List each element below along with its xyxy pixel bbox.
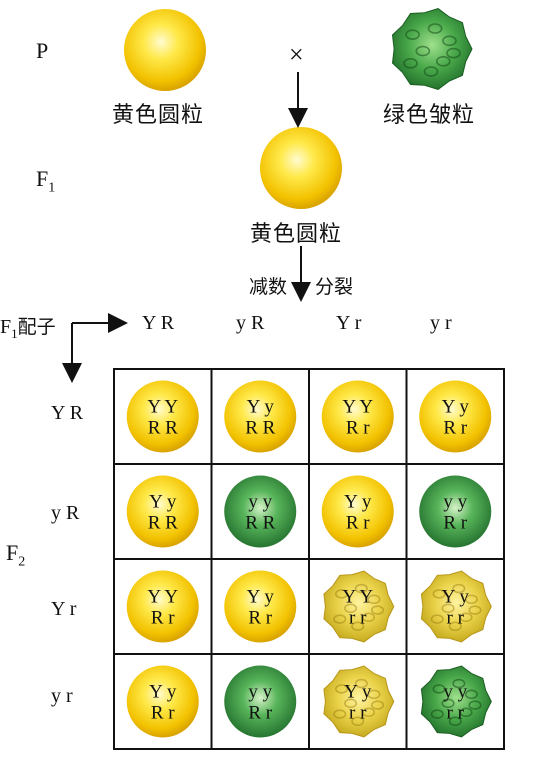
- gamete-col-4: y r: [430, 312, 452, 334]
- parent-right-label: 绿色皱粒: [383, 103, 476, 128]
- punnett-pea: [126, 475, 199, 548]
- genotype-bottom: r r: [349, 608, 367, 629]
- genotype-top: y y: [248, 682, 272, 703]
- parent-right-pea: [391, 8, 473, 90]
- parent-left-label: 黄色圆粒: [112, 103, 205, 128]
- genotype-top: Y Y: [342, 397, 373, 418]
- gamete-row-3: Y r: [51, 598, 77, 620]
- generation-label-f1: F1: [36, 166, 55, 196]
- genotype-top: Y y: [149, 682, 177, 703]
- cross-symbol: ×: [289, 40, 304, 69]
- genotype-top: Y y: [344, 682, 372, 703]
- generation-label-p: P: [36, 38, 49, 63]
- gamete-label: F1配子: [0, 312, 56, 342]
- genotype-top: Y Y: [147, 587, 178, 608]
- genotype-top: Y y: [442, 397, 470, 418]
- genotype-top: y y: [443, 682, 467, 703]
- genotype-bottom: R r: [248, 703, 272, 724]
- f1-pea: [260, 127, 342, 209]
- meiosis-label-right: 分裂: [315, 276, 354, 298]
- gamete-label-suffix: 配子: [17, 316, 56, 338]
- genotype-top: Y Y: [147, 397, 178, 418]
- punnett-pea: [323, 665, 395, 738]
- punnett-pea: [419, 475, 492, 548]
- gamete-row-1: Y R: [51, 402, 84, 424]
- generation-f1-letter: F: [36, 166, 49, 191]
- genotype-bottom: R r: [248, 608, 272, 629]
- generation-label-f2: F2: [6, 540, 25, 570]
- genotype-top: y y: [443, 492, 467, 513]
- punnett-grid: [113, 368, 505, 750]
- genotype-bottom: r r: [447, 703, 465, 724]
- genotype-bottom: R R: [245, 418, 275, 439]
- genotype-bottom: R R: [148, 418, 178, 439]
- gamete-col-3: Y r: [336, 312, 362, 334]
- punnett-pea: [420, 570, 492, 643]
- punnett-pea: [321, 380, 394, 453]
- genotype-bottom: R r: [443, 418, 467, 439]
- genotype-top: Y y: [247, 397, 275, 418]
- gamete-row-4: y r: [51, 685, 73, 707]
- gamete-col-1: Y R: [142, 312, 175, 334]
- gamete-label-prefix: F: [0, 316, 12, 338]
- genotype-bottom: R r: [151, 608, 175, 629]
- generation-f2-subscript: 2: [18, 554, 26, 570]
- punnett-pea: [126, 570, 199, 643]
- gamete-col-2: y R: [236, 312, 265, 334]
- genotype-bottom: R r: [151, 703, 175, 724]
- genotype-bottom: R R: [245, 513, 275, 534]
- genotype-bottom: r r: [349, 703, 367, 724]
- punnett-cells: Y YR RY yR RY YR rY yR rY yR Ry yR RY yR…: [126, 380, 492, 738]
- genotype-top: y y: [248, 492, 272, 513]
- genotype-bottom: R R: [148, 513, 178, 534]
- genotype-bottom: R r: [346, 418, 370, 439]
- parent-left-pea: [124, 9, 206, 91]
- punnett-pea: [420, 665, 492, 738]
- genotype-bottom: r r: [447, 608, 465, 629]
- gamete-row-2: y R: [51, 502, 80, 524]
- genotype-top: Y y: [344, 492, 372, 513]
- punnett-pea: [224, 665, 297, 738]
- gamete-label-subscript: 1: [11, 326, 18, 341]
- genotype-top: Y y: [149, 492, 177, 513]
- meiosis-label-left: 减数: [249, 276, 288, 298]
- genotype-top: Y y: [247, 587, 275, 608]
- punnett-pea: [224, 475, 297, 548]
- generation-f1-subscript: 1: [48, 180, 56, 196]
- genotype-bottom: R r: [443, 513, 467, 534]
- genotype-top: Y Y: [342, 587, 373, 608]
- generation-f2-letter: F: [6, 540, 19, 565]
- punnett-pea: [419, 380, 492, 453]
- punnett-pea: [126, 665, 199, 738]
- punnett-pea: [224, 570, 297, 643]
- parent-peas: [124, 8, 473, 209]
- punnett-pea: [224, 380, 297, 453]
- f1-label: 黄色圆粒: [250, 222, 343, 247]
- genotype-top: Y y: [442, 587, 470, 608]
- punnett-pea: [321, 475, 394, 548]
- punnett-pea: [323, 570, 395, 643]
- genotype-bottom: R r: [346, 513, 370, 534]
- punnett-pea: [126, 380, 199, 453]
